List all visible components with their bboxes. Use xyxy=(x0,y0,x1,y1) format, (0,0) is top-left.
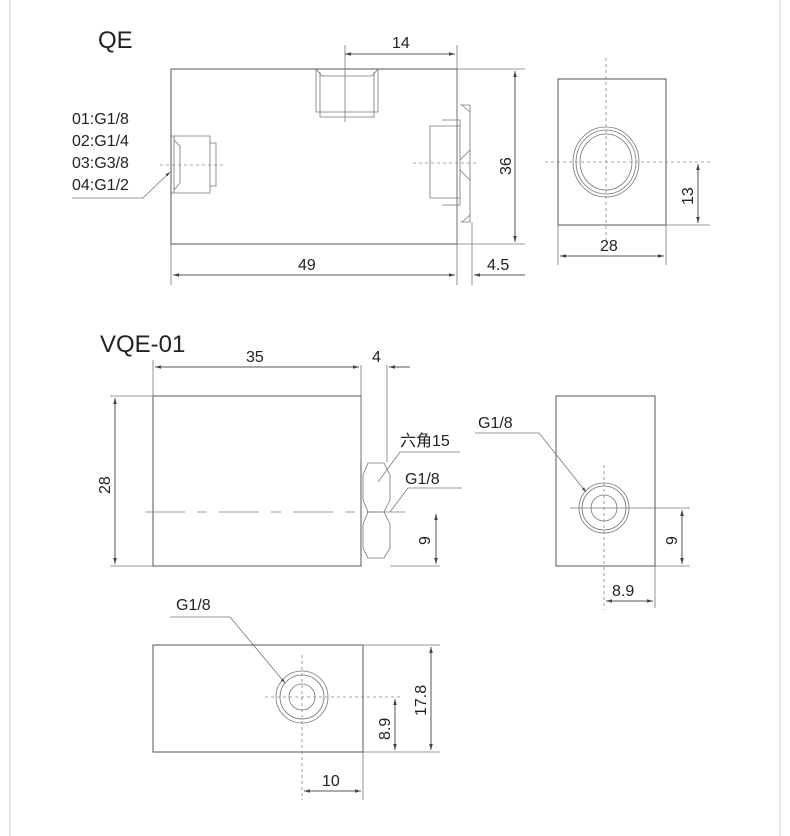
port-option-4: 04:G1/2 xyxy=(72,177,129,194)
dim-14: 14 xyxy=(392,35,410,52)
qe-side-view: 13 28 xyxy=(545,58,710,265)
dim-35: 35 xyxy=(246,349,264,366)
bottom-port-label: G1/8 xyxy=(176,597,211,614)
vqe-front-view: VQE-01 35 4 28 9 六角15 G1/8 xyxy=(97,331,462,567)
dim-28: 28 xyxy=(600,238,618,255)
port-option-3: 03:G3/8 xyxy=(72,155,129,172)
dim-28-vqe: 28 xyxy=(97,476,114,494)
dim-8-9: 8.9 xyxy=(612,583,634,600)
port-option-1: 01:G1/8 xyxy=(72,111,129,128)
qe-front-view: QE 14 36 49 4.5 01:G1/8 02:G1/4 03:G3/8 … xyxy=(72,27,525,285)
side-port-label: G1/8 xyxy=(478,415,513,432)
nut-port-label: G1/8 xyxy=(405,471,440,488)
port-option-2: 02:G1/4 xyxy=(72,133,129,150)
vqe-title: VQE-01 xyxy=(100,331,185,358)
qe-title: QE xyxy=(98,27,133,54)
dim-9: 9 xyxy=(417,536,434,545)
vqe-bottom-view: G1/8 17.8 8.9 10 xyxy=(152,597,440,800)
dim-17-8: 17.8 xyxy=(413,685,430,716)
dim-49: 49 xyxy=(298,257,316,274)
dim-36: 36 xyxy=(498,157,515,175)
dim-9-side: 9 xyxy=(664,536,681,545)
dim-4-5: 4.5 xyxy=(487,257,509,274)
dim-8-9-bottom: 8.9 xyxy=(377,718,394,740)
vqe-side-view: G1/8 9 8.9 xyxy=(475,395,690,610)
hex-label: 六角15 xyxy=(400,432,450,450)
dim-13: 13 xyxy=(680,187,697,205)
dim-4: 4 xyxy=(372,349,381,366)
dim-10: 10 xyxy=(322,773,340,790)
